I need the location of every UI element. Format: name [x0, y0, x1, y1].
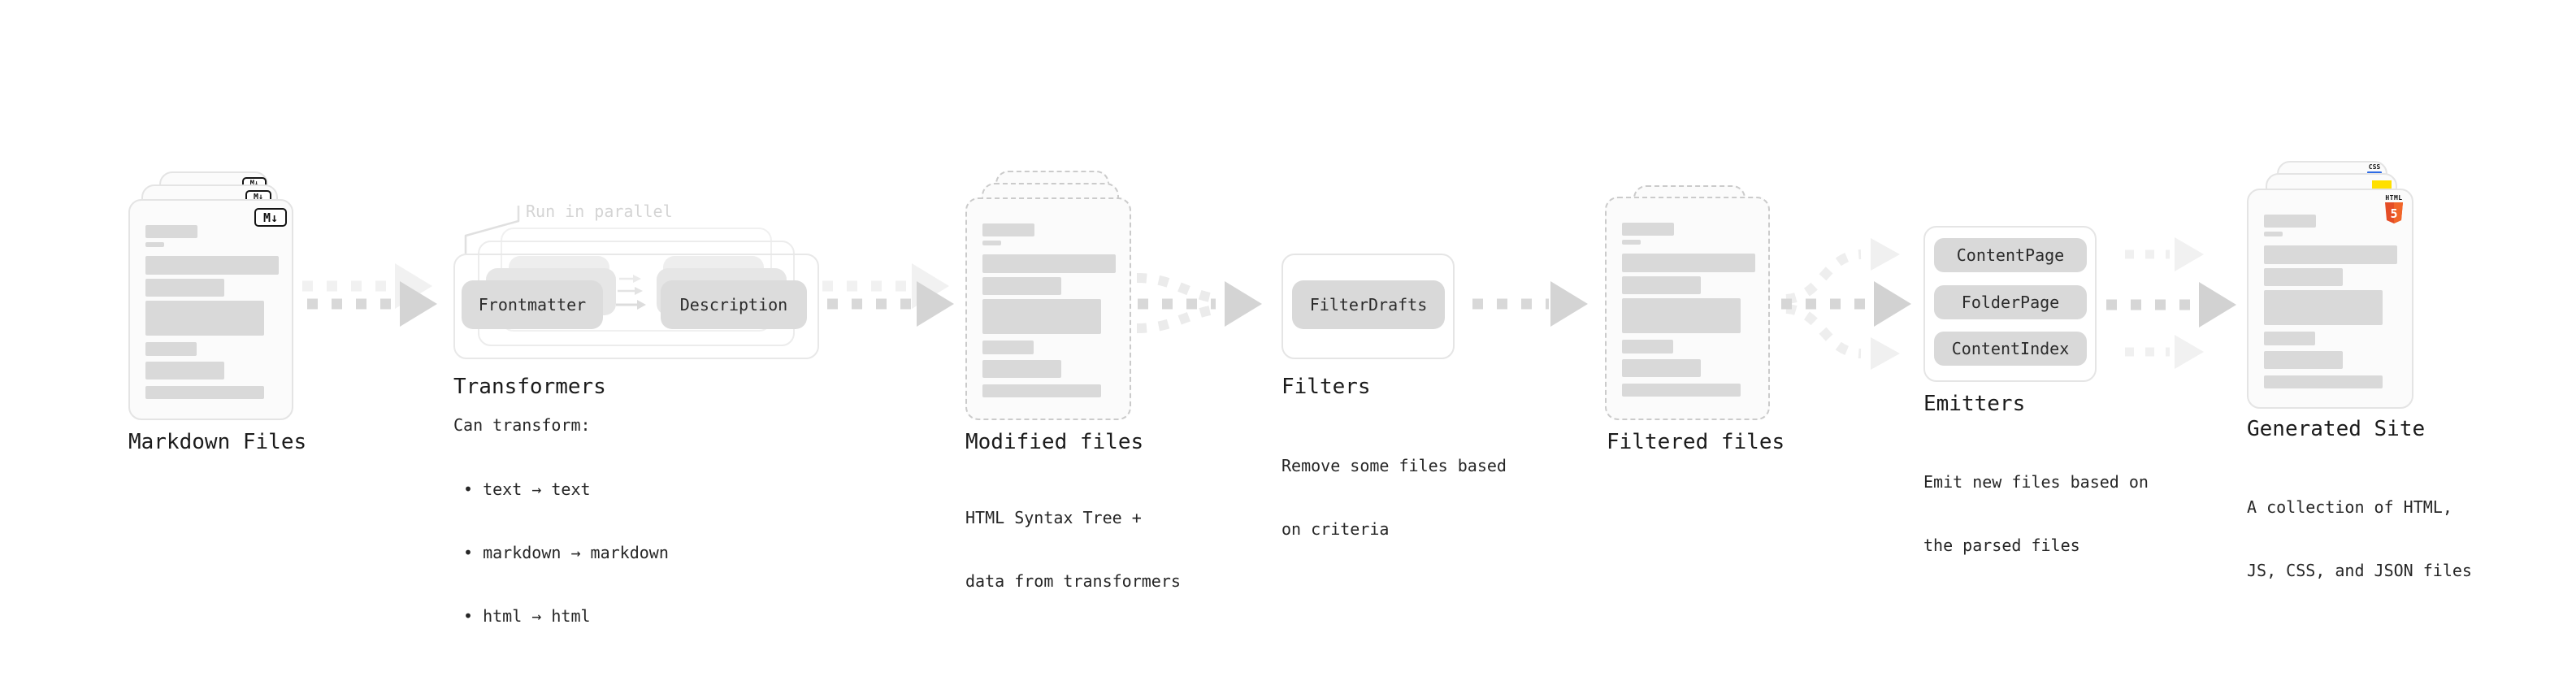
content-bar — [145, 386, 264, 399]
filterdrafts-pill: FilterDrafts — [1292, 280, 1445, 329]
bullet-item: • html → html — [463, 606, 591, 626]
stage-label-filters: Filters — [1281, 375, 1371, 399]
content-bar — [1622, 359, 1701, 377]
content-bar — [2264, 245, 2397, 264]
description-line: on criteria — [1281, 519, 1390, 539]
arrow-emitters-to-generated — [2106, 237, 2236, 369]
content-bar — [1622, 254, 1755, 272]
content-bar — [145, 342, 197, 356]
filtered-file-card-front — [1605, 197, 1770, 420]
arrow-filters-to-filtered — [1472, 281, 1588, 327]
content-bar — [2264, 290, 2383, 325]
run-in-parallel-annotation: Run in parallel — [526, 202, 673, 221]
javascript-icon — [2372, 180, 2392, 189]
content-bar — [145, 279, 224, 297]
stage-label-modified-files: Modified files — [965, 430, 1144, 454]
arrow-markdown-to-transformers — [302, 263, 437, 327]
html5-icon-label: HTML — [2385, 194, 2403, 202]
content-bar — [2264, 215, 2316, 228]
content-bar — [2264, 351, 2343, 369]
transformers-bullet-list: • text → text • markdown → markdown • ht… — [463, 436, 669, 669]
description-line: A collection of HTML, — [2247, 497, 2452, 517]
stage-label-markdown-files: Markdown Files — [128, 430, 307, 454]
content-bar — [2264, 332, 2315, 345]
transformer-box-front — [453, 254, 819, 359]
arrow-modified-to-filters — [1136, 273, 1262, 333]
content-bar — [2264, 232, 2283, 236]
html5-number: 5 — [2390, 206, 2397, 221]
arrow-filtered-to-emitters — [1781, 238, 1911, 370]
arrow-transformers-to-modified — [822, 263, 954, 327]
content-bar — [1622, 384, 1741, 397]
content-bar — [2264, 375, 2383, 388]
content-bar — [1622, 223, 1674, 236]
content-bar — [982, 340, 1034, 354]
frontmatter-pill: Frontmatter — [462, 280, 603, 329]
bullet-item: • markdown → markdown — [463, 543, 669, 562]
stage-label-transformers: Transformers — [453, 375, 606, 399]
content-bar — [145, 362, 224, 380]
content-bar — [1622, 298, 1741, 333]
content-bar — [982, 277, 1061, 295]
content-bar — [982, 254, 1116, 273]
generated-file-card-front: HTML 5 — [2247, 189, 2413, 409]
description-line: Remove some files based — [1281, 456, 1507, 475]
content-bar — [1622, 276, 1701, 294]
generated-site-description: A collection of HTML, JS, CSS, and JSON … — [2247, 454, 2472, 623]
transformers-description-title: Can transform: — [453, 415, 591, 435]
bullet-item: • text → text — [463, 479, 591, 499]
emitters-description: Emit new files based on the parsed files — [1923, 429, 2149, 598]
transformer-pill-arrows — [616, 275, 646, 310]
content-bar — [1622, 340, 1673, 354]
description-line: HTML Syntax Tree + — [965, 508, 1142, 527]
description-pill: Description — [661, 280, 807, 329]
content-bar — [145, 301, 264, 336]
content-bar — [982, 360, 1061, 378]
css-icon-label: CSS — [2368, 163, 2381, 171]
run-in-parallel-callout-line — [464, 206, 520, 254]
content-bar — [145, 242, 164, 247]
filters-description: Remove some files based on criteria — [1281, 413, 1507, 582]
description-line: the parsed files — [1923, 536, 2080, 555]
stage-label-emitters: Emitters — [1923, 392, 2026, 416]
contentindex-pill: ContentIndex — [1934, 332, 2087, 366]
stage-label-generated-site: Generated Site — [2247, 417, 2426, 441]
stage-label-filtered-files: Filtered files — [1607, 430, 1785, 454]
content-bar — [1622, 240, 1641, 245]
description-line: data from transformers — [965, 571, 1181, 591]
markdown-file-card-front: M↓ — [128, 199, 293, 420]
contentpage-pill: ContentPage — [1934, 238, 2087, 272]
description-line: Emit new files based on — [1923, 472, 2149, 492]
content-bar — [145, 256, 279, 275]
markdown-icon: M↓ — [254, 208, 287, 227]
content-bar — [145, 225, 197, 238]
description-line: JS, CSS, and JSON files — [2247, 561, 2472, 580]
modified-files-description: HTML Syntax Tree + data from transformer… — [965, 465, 1181, 634]
html5-icon: HTML 5 — [2383, 194, 2405, 224]
content-bar — [982, 241, 1001, 245]
modified-file-card-front — [965, 197, 1131, 420]
html5-shield-icon: 5 — [2385, 202, 2403, 223]
content-bar — [982, 223, 1034, 236]
content-bar — [2264, 268, 2343, 286]
folderpage-pill: FolderPage — [1934, 285, 2087, 319]
content-bar — [982, 384, 1101, 397]
content-bar — [982, 299, 1101, 334]
